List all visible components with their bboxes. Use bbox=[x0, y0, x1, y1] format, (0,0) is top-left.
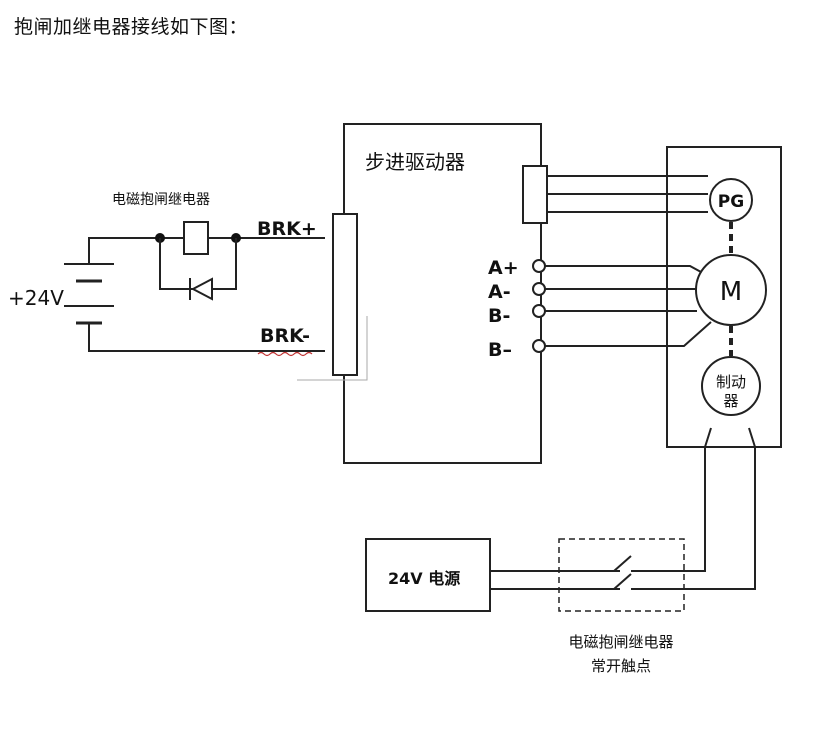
brk-minus-label: BRK- bbox=[260, 325, 310, 347]
battery-positive-wire bbox=[88, 237, 160, 264]
contact-blade-bottom bbox=[613, 573, 632, 590]
battery-24v bbox=[64, 263, 114, 325]
motor-assembly-box bbox=[666, 146, 782, 448]
brk-plus-label: BRK+ bbox=[257, 218, 317, 240]
motor-label: M bbox=[720, 277, 742, 307]
terminal-b-plus bbox=[532, 304, 546, 318]
brake-wire-left bbox=[631, 427, 712, 572]
phase-wire-a-plus bbox=[545, 265, 713, 279]
relay-bottom-label-line2: 常开触点 bbox=[591, 657, 651, 675]
encoder-connector bbox=[522, 165, 548, 224]
terminal-a-minus-label: A- bbox=[488, 281, 511, 303]
phase-wire-b-minus bbox=[545, 321, 712, 347]
driver-box bbox=[343, 123, 542, 464]
spellcheck-underline bbox=[257, 351, 313, 357]
brake-wire-right bbox=[631, 427, 756, 590]
terminal-shadow bbox=[297, 316, 368, 381]
encoder-circle bbox=[709, 178, 753, 222]
brk-minus-wire bbox=[88, 323, 325, 352]
motor-circle bbox=[695, 254, 767, 326]
terminal-a-plus-label: A+ bbox=[488, 257, 519, 279]
encoder-label: PG bbox=[718, 192, 744, 212]
relay-contact-box bbox=[558, 538, 685, 612]
driver-label: 步进驱动器 bbox=[365, 150, 465, 174]
page-title: 抱闸加继电器接线如下图： bbox=[14, 16, 249, 38]
terminal-b-plus-label: B- bbox=[488, 305, 510, 327]
relay-bottom-label-line1: 电磁抱闸继电器 bbox=[568, 633, 673, 651]
brake-label-line2: 器 bbox=[723, 392, 738, 410]
terminal-a-plus bbox=[532, 259, 546, 273]
relay-top-label: 电磁抱闸继电器 bbox=[112, 192, 210, 208]
terminal-b-minus-label: B– bbox=[488, 339, 512, 361]
brake-label-line1: 制动 bbox=[716, 373, 746, 391]
power-supply-box bbox=[365, 538, 491, 612]
terminal-b-minus bbox=[532, 339, 546, 353]
power-supply-label: 24V 电源 bbox=[388, 569, 460, 588]
supply-24v-label: +24V bbox=[8, 286, 64, 310]
contact-blade-top bbox=[613, 555, 632, 572]
relay-coil bbox=[183, 221, 209, 255]
terminal-a-minus bbox=[532, 282, 546, 296]
brake-terminal-block bbox=[332, 213, 358, 376]
brake-circle bbox=[701, 356, 761, 416]
flyback-diode bbox=[189, 277, 213, 301]
